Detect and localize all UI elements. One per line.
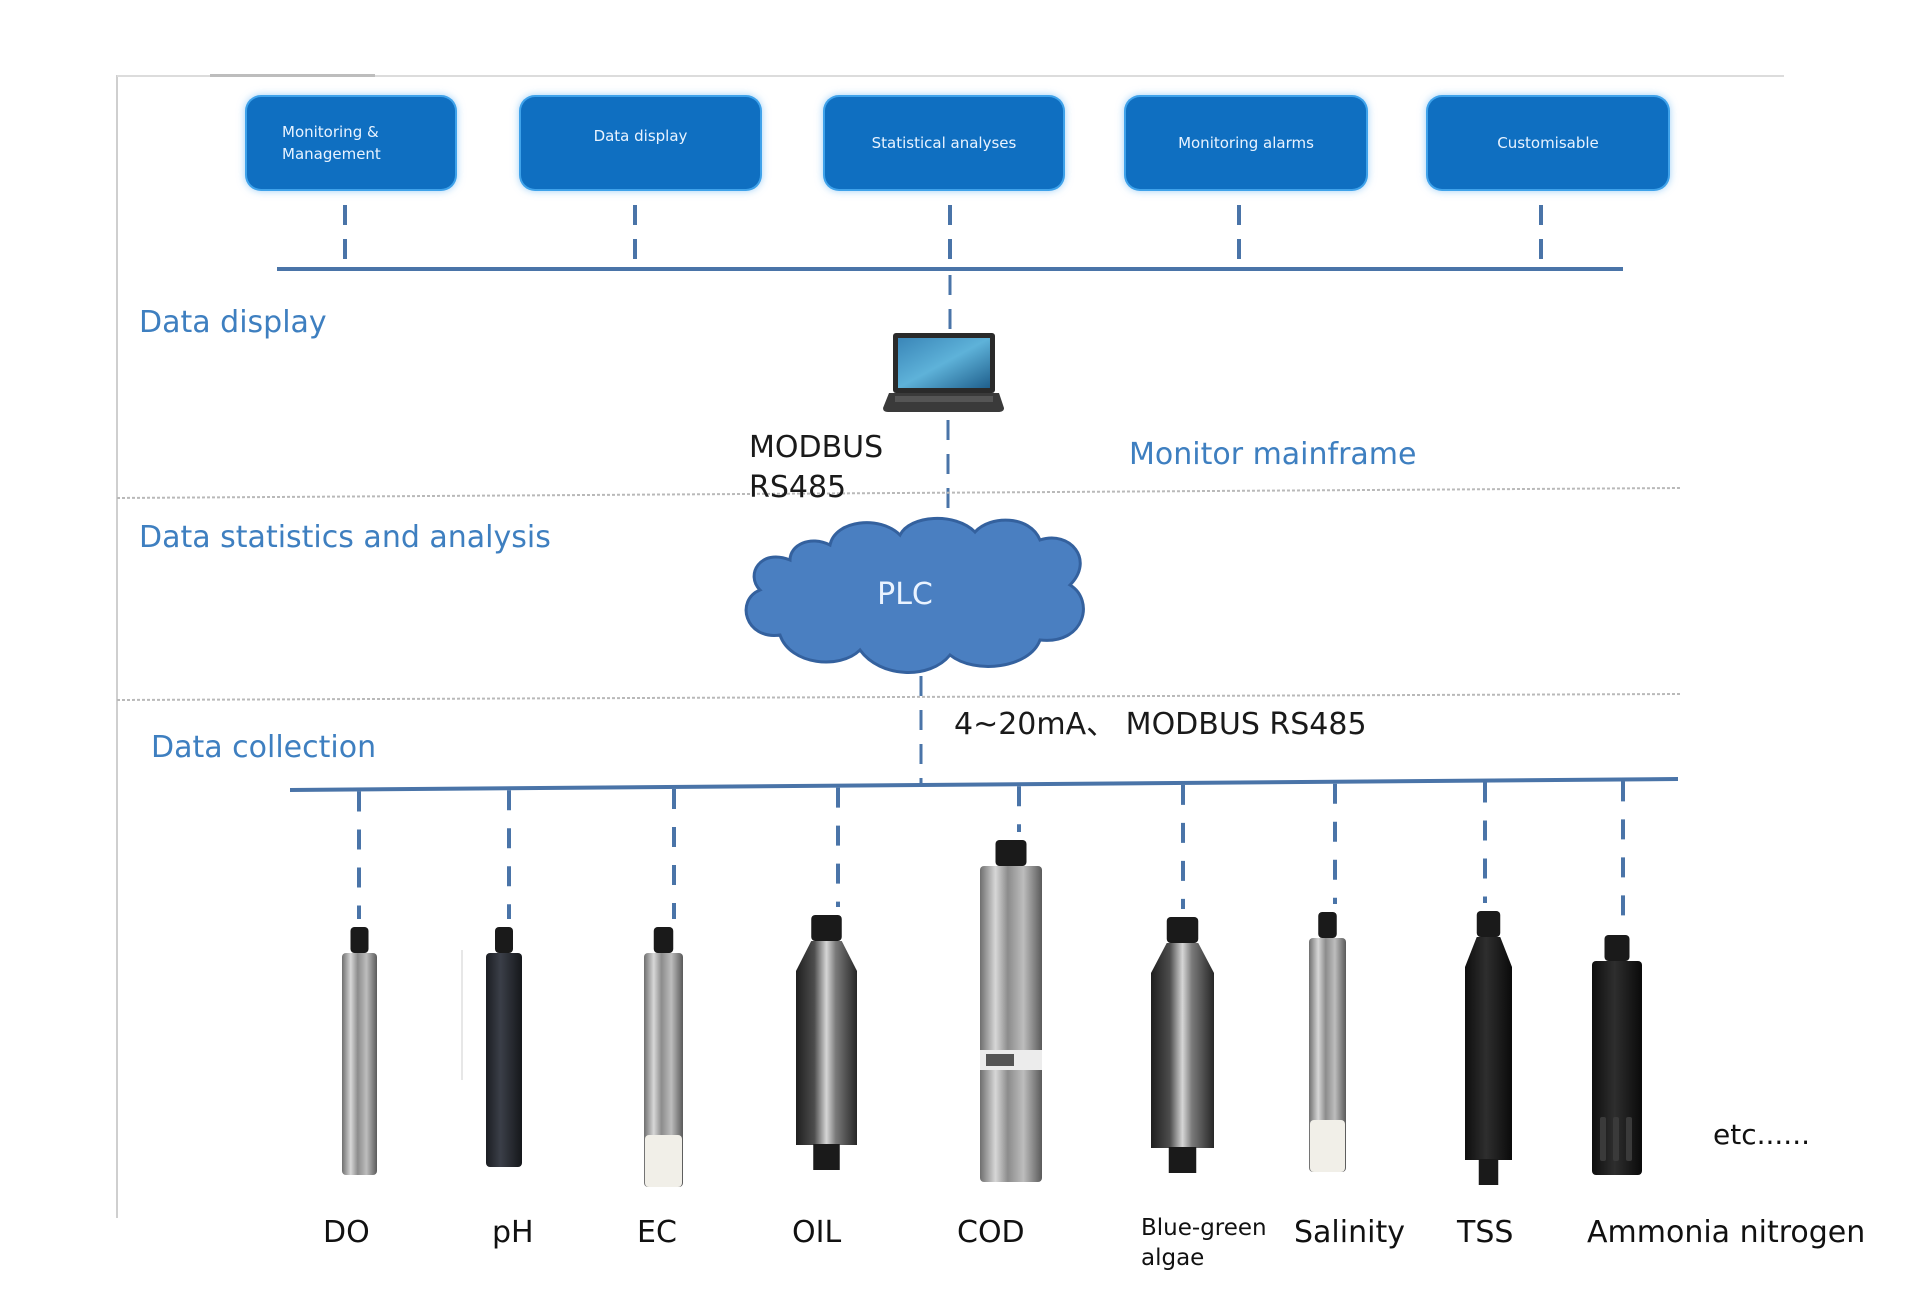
- sensor-probe-ph-icon: [486, 927, 522, 1167]
- plc-cloud: [744, 517, 1085, 674]
- sensor-probe-cod-icon: [980, 840, 1042, 1182]
- sensor-probe-ammonia-nitrogen-icon: [1592, 935, 1642, 1175]
- function-box-label: Monitoring alarms: [1178, 134, 1314, 152]
- sensor-label-line-2: algae: [1141, 1245, 1205, 1271]
- function-label-line-2: Management: [282, 145, 381, 163]
- sensor-bus-line: [289, 777, 1679, 792]
- function-box-statistical-analyses[interactable]: Statistical analyses: [825, 97, 1063, 189]
- sensor-probe-blue-green-algae-icon: [1151, 917, 1214, 1173]
- sensor-label-ph: pH: [492, 1215, 534, 1250]
- sensor-probe-ec-icon: [644, 927, 683, 1187]
- frame-top-accent: [210, 74, 375, 77]
- function-box-monitoring-management[interactable]: Monitoring & Management: [247, 97, 455, 189]
- sensor-label-oil: OIL: [792, 1215, 842, 1250]
- function-box-label: Monitoring & Management: [282, 121, 381, 165]
- frame-left-border: [116, 75, 118, 1218]
- frame-top-border: [117, 75, 1784, 77]
- function-box-customisable[interactable]: Customisable: [1428, 97, 1668, 189]
- function-box-monitoring-alarms[interactable]: Monitoring alarms: [1126, 97, 1366, 189]
- sensor-label-line-1: Blue-green: [1141, 1215, 1267, 1241]
- layer-label-data-collection: Data collection: [151, 730, 377, 765]
- layer-label-data-display: Data display: [139, 305, 327, 340]
- separator-display-statistics: [116, 487, 1681, 499]
- sensor-label-ec: EC: [637, 1215, 677, 1250]
- plc-label: PLC: [877, 577, 933, 612]
- layer-label-data-statistics: Data statistics and analysis: [139, 520, 551, 555]
- separator-statistics-collection: [116, 693, 1681, 701]
- sensor-label-ammonia-nitrogen: Ammonia nitrogen: [1587, 1215, 1866, 1250]
- sensor-probe-salinity-icon: [1309, 912, 1346, 1172]
- sensor-probe-tss-icon: [1465, 911, 1512, 1185]
- sensor-label-do: DO: [323, 1215, 370, 1250]
- function-box-label: Statistical analyses: [871, 134, 1017, 152]
- upper-protocol-label: MODBUS RS485: [749, 428, 883, 508]
- function-box-data-display[interactable]: Data display: [521, 97, 760, 189]
- function-label-line-1: Monitoring &: [282, 123, 379, 141]
- sensor-probe-oil-icon: [796, 915, 857, 1170]
- laptop-icon: [883, 333, 1004, 412]
- lower-protocol-label: 4~20mA、 MODBUS RS485: [954, 707, 1367, 742]
- sensor-label-blue-green-algae: Blue-green algae: [1141, 1213, 1267, 1273]
- monitor-mainframe-label: Monitor mainframe: [1129, 437, 1417, 472]
- sensor-probe-do-icon: [342, 927, 377, 1175]
- protocol-line-rs485: RS485: [749, 470, 847, 505]
- function-box-label: Customisable: [1497, 134, 1599, 152]
- sensor-label-tss: TSS: [1457, 1215, 1514, 1250]
- sensor-label-cod: COD: [957, 1215, 1025, 1250]
- more-sensors-label: etc......: [1713, 1118, 1811, 1151]
- sensor-label-salinity: Salinity: [1294, 1215, 1405, 1250]
- function-box-label: Data display: [593, 127, 688, 145]
- protocol-line-modbus: MODBUS: [749, 430, 884, 465]
